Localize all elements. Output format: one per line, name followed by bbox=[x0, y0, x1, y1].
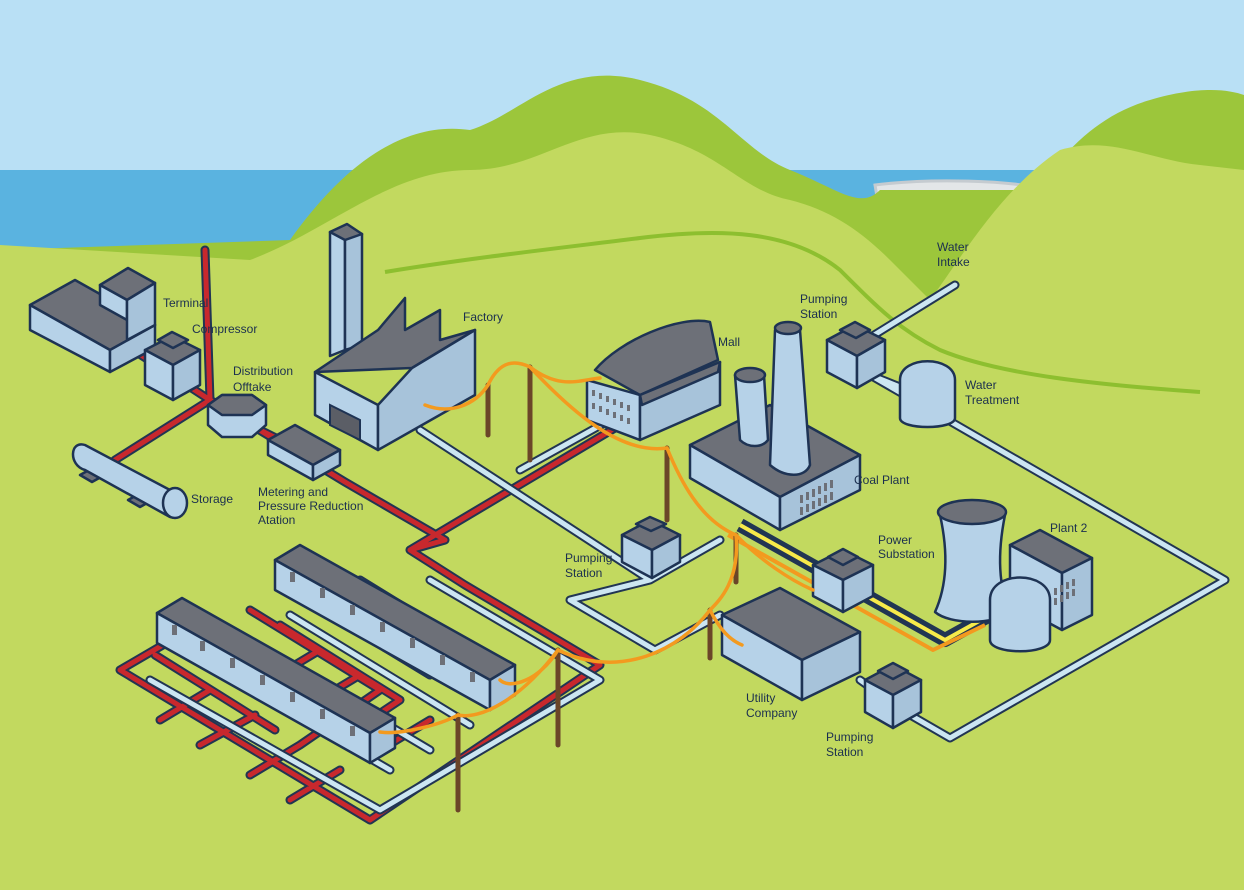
label-metering-line1: Metering and bbox=[258, 485, 328, 499]
label-water-intake-line2: Intake bbox=[937, 255, 970, 269]
power-substation bbox=[811, 547, 875, 614]
storage-tank bbox=[71, 443, 189, 520]
label-metering-line3: Atation bbox=[258, 513, 295, 527]
housing-row-front bbox=[155, 596, 397, 765]
mall-windows bbox=[592, 390, 630, 424]
label-power-substation-line1: Power bbox=[878, 533, 912, 547]
terminal-building bbox=[28, 266, 157, 374]
label-factory: Factory bbox=[463, 310, 503, 324]
label-compressor: Compressor bbox=[192, 322, 257, 336]
label-plant-2: Plant 2 bbox=[1050, 521, 1088, 535]
pumping-station-bottom bbox=[863, 661, 923, 730]
label-utility-line1: Utility bbox=[746, 691, 775, 705]
power-poles bbox=[455, 364, 739, 813]
label-metering-line2: Pressure Reduction bbox=[258, 499, 363, 513]
label-water-treatment-line2: Treatment bbox=[965, 393, 1020, 407]
utility-company-building bbox=[720, 586, 862, 702]
label-mall: Mall bbox=[718, 335, 740, 349]
label-pumping-top-line1: Pumping bbox=[800, 292, 847, 306]
plant-2 bbox=[933, 498, 1094, 653]
mall-building bbox=[585, 319, 722, 442]
label-water-intake-line1: Water bbox=[937, 240, 969, 254]
label-pumping-bottom-line2: Station bbox=[826, 745, 863, 759]
metering-station bbox=[266, 423, 342, 482]
road bbox=[384, 230, 1201, 394]
label-pumping-middle-line1: Pumping bbox=[565, 551, 612, 565]
label-terminal: Terminal bbox=[163, 296, 208, 310]
pumping-station-top bbox=[825, 320, 887, 390]
distribution-offtake bbox=[206, 393, 268, 439]
compressor-building bbox=[143, 330, 202, 402]
housing-row-back bbox=[273, 543, 517, 712]
label-pumping-middle-line2: Station bbox=[565, 566, 602, 580]
label-power-substation-line2: Substation bbox=[878, 547, 935, 561]
power-feed-lines bbox=[727, 518, 994, 652]
factory-building bbox=[313, 222, 477, 452]
power-lines bbox=[378, 361, 815, 735]
label-storage: Storage bbox=[191, 492, 233, 506]
label-pumping-top-line2: Station bbox=[800, 307, 837, 321]
coal-plant bbox=[688, 320, 862, 532]
label-water-treatment-line1: Water bbox=[965, 378, 997, 392]
pumping-station-middle bbox=[620, 515, 682, 580]
label-distribution-line2: Offtake bbox=[233, 380, 272, 394]
diagram-labels: Terminal Compressor Distribution Offtake… bbox=[163, 240, 1088, 759]
label-utility-line2: Company bbox=[746, 706, 797, 720]
label-distribution-line1: Distribution bbox=[233, 364, 293, 378]
label-coal-plant: Coal Plant bbox=[854, 473, 910, 487]
water-treatment-tank bbox=[898, 360, 957, 429]
label-pumping-bottom-line1: Pumping bbox=[826, 730, 873, 744]
